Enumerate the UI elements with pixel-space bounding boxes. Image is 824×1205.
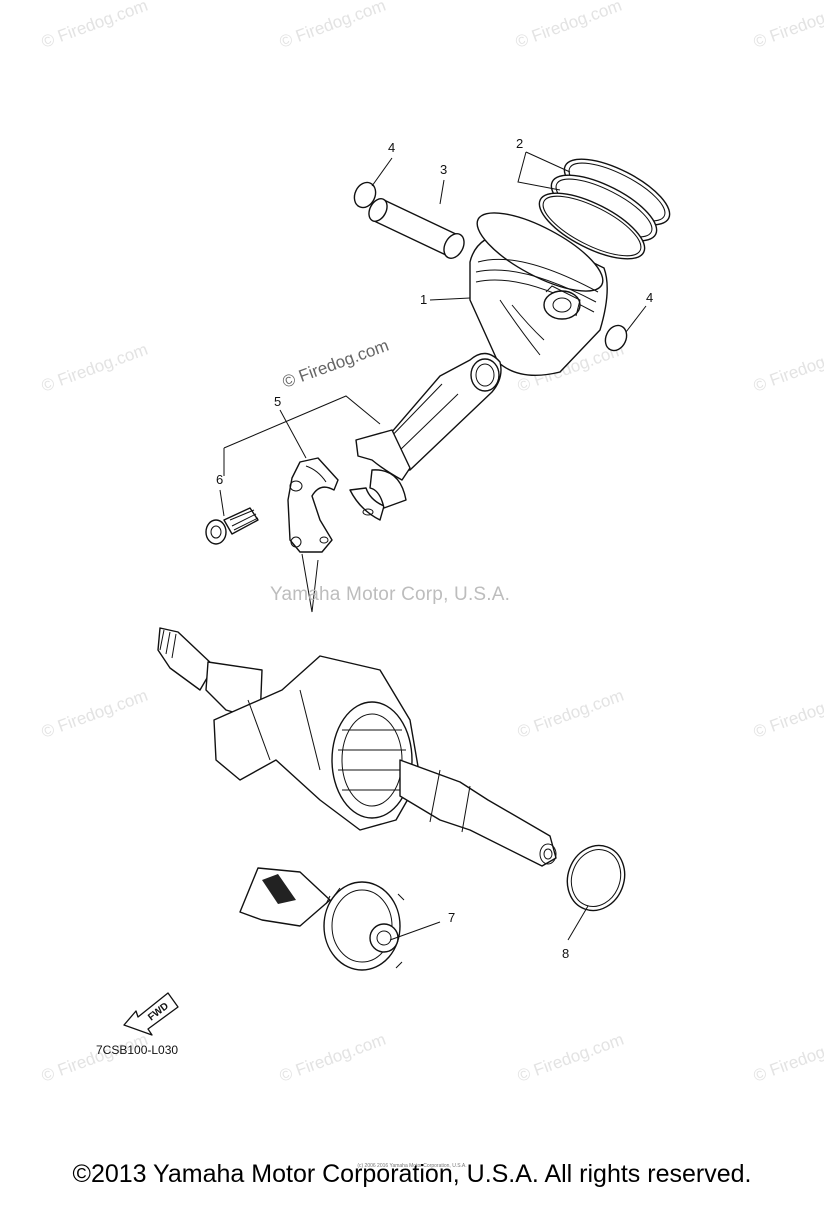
watermark: © Firedog.com [39,340,150,396]
watermark: © Firedog.com [277,0,388,52]
watermark: © Firedog.com [515,1030,626,1086]
bearing-cap [287,457,339,613]
piston [469,212,608,377]
callout-1: 1 [420,292,427,307]
watermark: © Firedog.com [277,1030,388,1086]
callout-8: 8 [562,946,569,961]
circlip [604,324,628,352]
callout-3: 3 [440,162,447,177]
circlip [353,181,377,209]
watermark: © Firedog.com [751,686,824,742]
callout-5: 5 [274,394,281,409]
o-ring [566,844,626,912]
callout-6: 6 [216,472,223,487]
watermark: © Firedog.com [515,686,626,742]
connecting-rod [349,352,502,521]
callout-labels: 1 2 3 4 4 5 6 7 8 [216,136,653,961]
watermark: © Firedog.com [39,0,150,52]
piston-pin [368,198,465,259]
tiny-copyright: (c) 2006 2016 Yamaha Motor Corporation, … [357,1163,467,1169]
crankshaft [157,627,557,867]
watermark-dark: © Firedog.com [280,336,391,392]
center-watermark: Yamaha Motor Corp, U.S.A. [270,584,511,605]
rod-bolt [205,507,259,545]
watermark: © Firedog.com [39,686,150,742]
leader-lines [219,151,647,941]
watermark: © Firedog.com [513,0,624,52]
callout-2: 2 [516,136,523,151]
watermark-grid: © Firedog.com © Firedog.com © Firedog.co… [39,0,824,1086]
copyright-footer: ©2013 Yamaha Motor Corporation, U.S.A. A… [72,1160,752,1188]
diagram-code: 7CSB100-L030 [96,1043,179,1057]
watermark: © Firedog.com [751,0,824,52]
callout-7: 7 [448,910,455,925]
forward-arrow-icon: FWD [123,992,179,1036]
watermark: © Firedog.com [751,1030,824,1086]
callout-4b: 4 [646,290,653,305]
watermark: © Firedog.com [39,1030,150,1086]
balancer-shaft [239,867,405,971]
callout-4: 4 [388,140,395,155]
watermark: © Firedog.com [751,340,824,396]
piston-rings [538,158,671,260]
